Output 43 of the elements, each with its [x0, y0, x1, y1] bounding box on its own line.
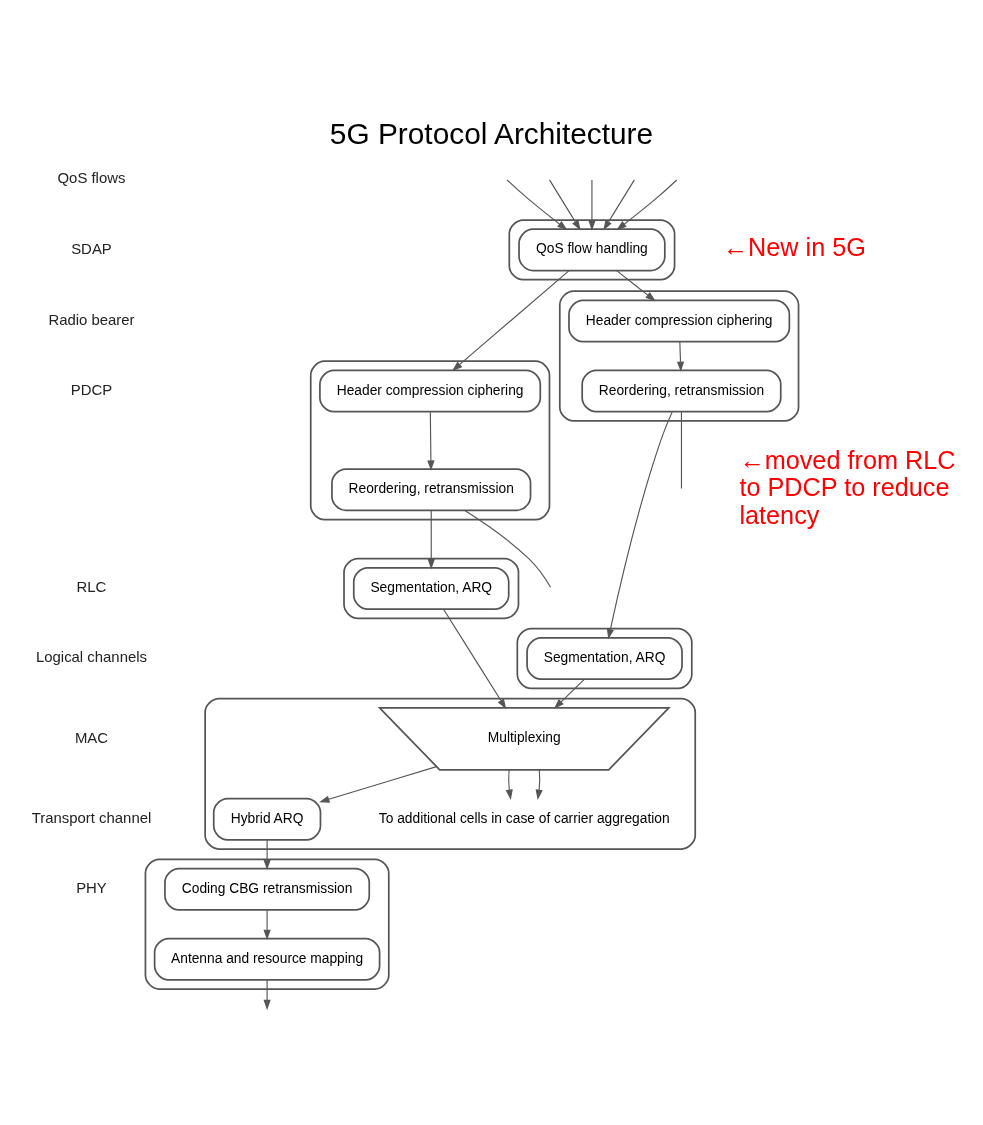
label: Transport channel — [31, 809, 152, 827]
label: ←New in 5G — [722, 233, 866, 262]
arrow — [452, 270, 570, 372]
node-box: Reordering, retransmission — [581, 369, 782, 413]
arrow — [603, 179, 635, 231]
label: RLC — [76, 578, 107, 596]
arrow — [606, 411, 673, 640]
diagram-title: 5G Protocol Architecture — [329, 117, 654, 151]
arrow — [548, 179, 581, 231]
label: ←moved from RLC to PDCP to reduce latency — [739, 445, 956, 529]
node-box: Segmentation, ARQ — [352, 566, 510, 610]
arrow — [443, 608, 507, 710]
label: QoS flows — [57, 168, 126, 186]
label: PHY — [76, 879, 107, 897]
arrow — [505, 769, 513, 800]
arrow — [263, 909, 271, 941]
node-box: Header compression ciphering — [568, 299, 791, 343]
node-box: Header compression ciphering — [319, 369, 542, 413]
node-box: Coding CBG retransmission — [164, 867, 371, 911]
arrow — [553, 678, 585, 709]
node-box: Hybrid ARQ — [212, 797, 322, 841]
node-box: Segmentation, ARQ — [526, 637, 683, 680]
arrow — [319, 766, 438, 803]
arrow — [263, 979, 271, 1011]
node-box: Antenna and resource mapping — [153, 937, 381, 981]
arrow — [427, 510, 435, 570]
node-box: QoS flow handling — [518, 228, 666, 272]
arrow — [535, 769, 543, 800]
arrow — [588, 179, 596, 231]
label: MAC — [74, 728, 109, 746]
node-box: Reordering, retransmission — [331, 468, 532, 512]
arrow — [506, 179, 568, 231]
connector — [680, 411, 683, 490]
connector — [464, 509, 552, 588]
arrow — [676, 341, 685, 372]
arrow — [427, 411, 435, 471]
arrow — [616, 179, 678, 231]
node-text: To additional cells in case of carrier aggregation — [378, 810, 670, 826]
label: Radio bearer — [48, 310, 135, 328]
label: SDAP — [71, 239, 112, 257]
label: Logical channels — [35, 648, 148, 666]
arrow — [263, 839, 271, 871]
label: PDCP — [70, 380, 113, 398]
